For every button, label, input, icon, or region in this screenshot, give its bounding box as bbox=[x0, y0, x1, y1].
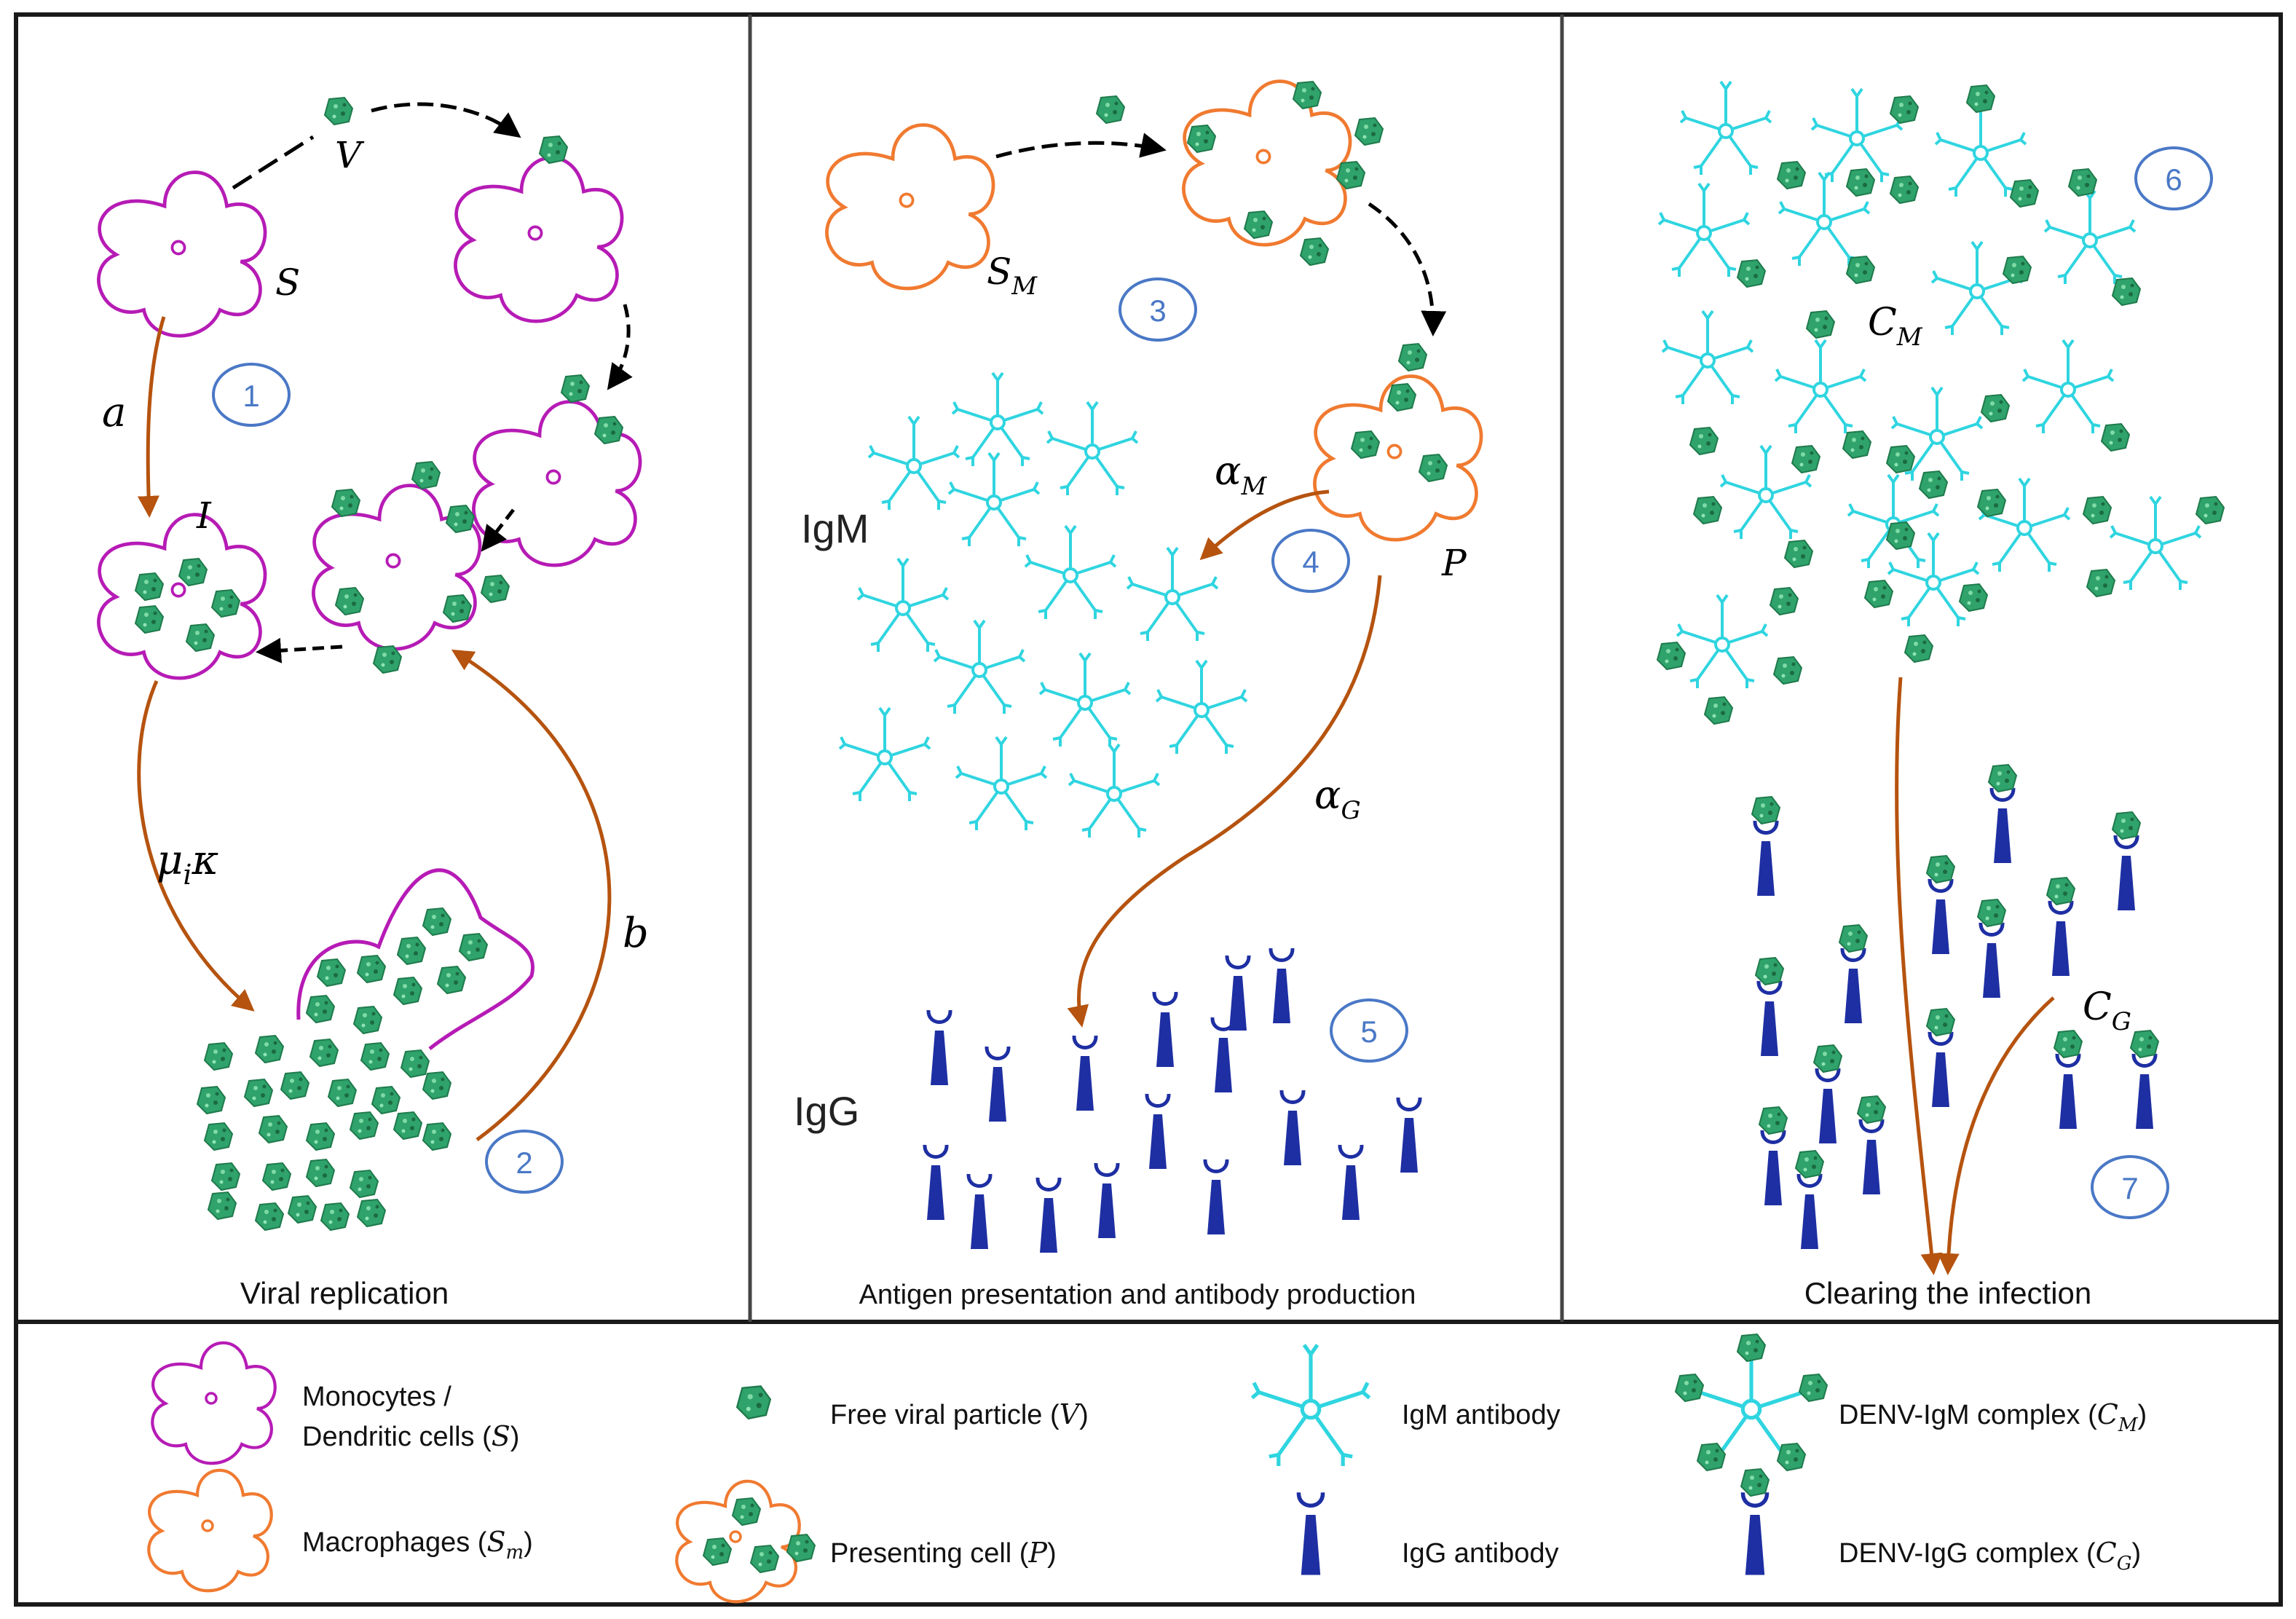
legend-igm-antibody: IgM antibody bbox=[1402, 1400, 1561, 1430]
legend-denv-igm-icon bbox=[1675, 1334, 1828, 1471]
clearance-arrow-CM bbox=[1895, 677, 1943, 1275]
macrophage-SM bbox=[827, 125, 994, 289]
legend-denv-igm: DENV-IgM complex (CM) bbox=[1839, 1398, 2147, 1436]
caption-antigen-presentation: Antigen presentation and antibody produc… bbox=[859, 1280, 1416, 1310]
label-IgG: IgG bbox=[794, 1088, 859, 1134]
infected-cell-I bbox=[99, 515, 266, 679]
process-arrow-a bbox=[137, 316, 166, 518]
step-5: 5 bbox=[1330, 998, 1408, 1063]
legend-virus-icon bbox=[736, 1385, 772, 1420]
step-3: 3 bbox=[1119, 277, 1197, 342]
svg-text:5: 5 bbox=[1360, 1015, 1377, 1049]
label-I: I bbox=[196, 495, 212, 537]
dashed-arrow-V-to-binding bbox=[371, 102, 521, 138]
label-alphaG: αG bbox=[1314, 772, 1361, 825]
label-S: S bbox=[275, 261, 300, 304]
dashed-arrow-SM-to-binding bbox=[995, 133, 1167, 159]
label-alphaM: αM bbox=[1215, 448, 1267, 501]
susceptible-cell-S bbox=[99, 173, 266, 336]
label-b: b bbox=[623, 910, 649, 957]
legend-igg-icon bbox=[1298, 1492, 1322, 1575]
panel-antigen-presentation: SM αM P αG IgM IgG 3 4 5 Antigen present… bbox=[794, 82, 1481, 1310]
legend-macrophages: Macrophages (Sm) bbox=[302, 1526, 533, 1564]
dashed-arrow-binding-to-entering bbox=[607, 304, 633, 390]
presenting-cell-P bbox=[1315, 377, 1482, 540]
svg-text:7: 7 bbox=[2121, 1171, 2138, 1205]
dashed-arrow-binding-to-P bbox=[1368, 202, 1447, 336]
caption-viral-replication: Viral replication bbox=[240, 1276, 449, 1310]
fusing-cell bbox=[314, 486, 481, 650]
label-mu-kappa: μiκ bbox=[157, 837, 218, 891]
dashed-arrow-entering-to-fusing bbox=[481, 508, 515, 552]
legend: Monocytes / Dendritic cells (S) Macropha… bbox=[149, 1334, 2147, 1602]
legend-presenting: Presenting cell (P) bbox=[830, 1537, 1057, 1569]
step-6: 6 bbox=[2134, 146, 2213, 210]
outer-frame bbox=[14, 12, 2283, 1607]
step-7: 7 bbox=[2091, 1155, 2169, 1219]
panel-viral-replication: V S I a b μiκ 1 2 Viral replication bbox=[99, 97, 649, 1310]
svg-text:2: 2 bbox=[516, 1146, 532, 1180]
entering-cell bbox=[474, 402, 641, 566]
legend-denv-igg: DENV-IgG complex (CG) bbox=[1839, 1537, 2141, 1575]
label-CM: CM bbox=[1868, 301, 1923, 352]
label-CG: CG bbox=[2083, 985, 2131, 1036]
dashed-arrow-fusing-to-I bbox=[256, 637, 343, 663]
legend-monocyte-icon bbox=[152, 1343, 275, 1463]
legend-monocytes-line1: Monocytes / bbox=[302, 1382, 451, 1412]
step-1: 1 bbox=[212, 363, 291, 427]
clearance-arrow-CG bbox=[1937, 996, 2055, 1275]
svg-text:6: 6 bbox=[2165, 162, 2182, 197]
panel-clearing-infection: CM CG 6 7 Clearing the infection bbox=[1657, 80, 2225, 1310]
legend-igg-antibody: IgG antibody bbox=[1402, 1538, 1558, 1569]
label-a: a bbox=[102, 389, 126, 436]
process-arrow-b bbox=[451, 649, 612, 1142]
label-V: V bbox=[335, 134, 365, 176]
igg-cluster bbox=[925, 948, 1420, 1253]
process-arrow-mu-kappa bbox=[137, 680, 255, 1012]
label-SM: SM bbox=[987, 251, 1038, 301]
macrophage-binding bbox=[1184, 82, 1351, 245]
process-arrow-alphaM bbox=[1199, 489, 1330, 561]
legend-macrophage-icon bbox=[149, 1470, 271, 1591]
step-4: 4 bbox=[1271, 529, 1350, 593]
legend-presenting-icon bbox=[676, 1481, 799, 1602]
released-virions bbox=[197, 907, 488, 1231]
igm-cluster bbox=[838, 371, 1248, 839]
binding-cell bbox=[456, 158, 623, 322]
svg-text:1: 1 bbox=[242, 379, 259, 413]
caption-clearing-infection: Clearing the infection bbox=[1804, 1276, 2092, 1310]
legend-monocytes-line2: Dendritic cells (S) bbox=[302, 1420, 519, 1452]
legend-free-viral: Free viral particle (V) bbox=[830, 1398, 1089, 1430]
legend-denv-igg-icon bbox=[1740, 1468, 1770, 1575]
step-2: 2 bbox=[485, 1130, 564, 1194]
label-P: P bbox=[1441, 542, 1467, 584]
svg-text:4: 4 bbox=[1302, 545, 1319, 579]
process-arrow-alphaG bbox=[1067, 575, 1382, 1028]
label-IgM: IgM bbox=[801, 505, 869, 551]
burst-cell bbox=[296, 868, 534, 1050]
dashed-arrow-S-to-V bbox=[232, 135, 315, 190]
denv-igm-complexes bbox=[1657, 80, 2225, 725]
svg-text:3: 3 bbox=[1149, 294, 1166, 328]
legend-igm-icon bbox=[1252, 1345, 1369, 1466]
